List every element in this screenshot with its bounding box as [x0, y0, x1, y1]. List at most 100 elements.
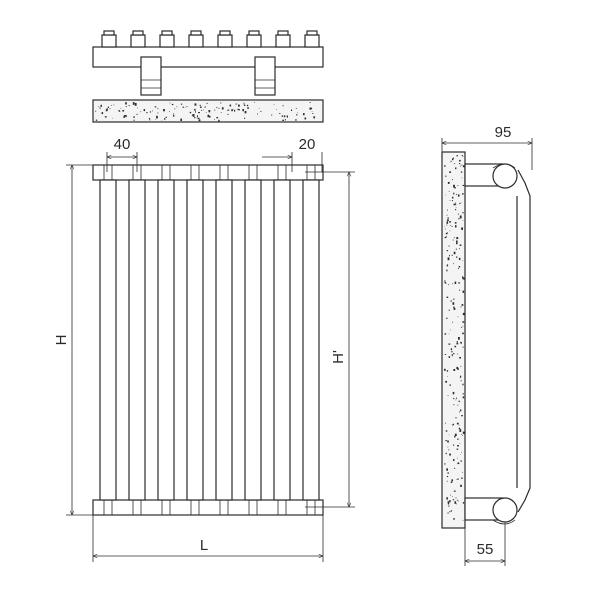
- side-view-bottom-connection: [464, 497, 518, 525]
- wall-speck: [444, 165, 446, 167]
- wall-speck: [462, 471, 463, 473]
- wall-speck: [453, 369, 456, 371]
- wall-speck: [453, 444, 455, 446]
- wall-speck: [218, 107, 220, 109]
- front-view-tubes: [99, 165, 320, 515]
- wall-speck: [462, 155, 464, 157]
- wall-speck: [205, 112, 207, 113]
- tube-cap: [101, 34, 117, 48]
- wall-speck: [234, 109, 236, 112]
- wall-speck: [446, 235, 447, 237]
- wall-speck: [450, 348, 453, 351]
- wall-speck: [450, 225, 451, 226]
- wall-speck: [95, 119, 98, 121]
- wall-speck: [295, 108, 297, 109]
- wall-speck: [454, 253, 456, 255]
- wall-speck: [454, 163, 456, 165]
- wall-speck: [180, 118, 182, 121]
- wall-speck: [221, 107, 224, 110]
- wall-speck: [184, 107, 186, 108]
- dimension-wall-distance-label: 55: [477, 541, 494, 558]
- wall-speck: [125, 115, 127, 118]
- wall-speck: [242, 109, 244, 112]
- wall-speck: [295, 119, 297, 121]
- wall-speck: [451, 254, 453, 256]
- wall-speck: [451, 225, 453, 227]
- wall-speck: [450, 300, 452, 302]
- wall-speck: [456, 240, 458, 242]
- wall-speck: [198, 119, 201, 122]
- wall-speck: [458, 266, 461, 268]
- wall-speck: [461, 434, 463, 435]
- wall-speck: [449, 230, 451, 232]
- wall-speck: [171, 103, 174, 106]
- wall-speck: [457, 316, 459, 318]
- top-view-tube-caps: [101, 30, 320, 48]
- wall-speck: [232, 108, 234, 110]
- wall-speck: [446, 221, 449, 224]
- wall-speck: [459, 163, 461, 165]
- wall-speck: [281, 115, 283, 117]
- wall-speck: [457, 445, 459, 447]
- wall-speck: [282, 105, 284, 107]
- wall-speck: [457, 404, 459, 406]
- wall-speck: [198, 112, 200, 114]
- wall-speck: [460, 375, 462, 378]
- wall-speck: [446, 497, 448, 500]
- wall-speck: [214, 119, 215, 120]
- wall-speck: [450, 481, 453, 483]
- wall-speck: [462, 325, 464, 327]
- wall-speck: [197, 115, 198, 117]
- wall-speck: [462, 184, 465, 186]
- tube: [157, 179, 175, 501]
- wall-speck: [238, 109, 240, 111]
- side-view-wall-texture: [444, 154, 465, 521]
- wall-speck: [455, 204, 457, 206]
- wall-speck: [453, 298, 455, 300]
- wall-speck: [451, 424, 453, 426]
- wall-speck: [462, 277, 465, 280]
- wall-speck: [200, 106, 202, 108]
- wall-speck: [453, 157, 454, 159]
- wall-speck: [457, 500, 459, 502]
- wall-speck: [149, 119, 151, 121]
- wall-speck: [446, 269, 448, 272]
- wall-speck: [456, 479, 458, 480]
- wall-speck: [303, 113, 305, 116]
- wall-speck: [446, 250, 449, 252]
- wall-speck: [310, 107, 313, 110]
- wall-speck: [457, 185, 459, 186]
- wall-speck: [446, 317, 448, 319]
- wall-speck: [154, 106, 157, 108]
- wall-speck: [462, 193, 464, 195]
- wall-speck: [199, 104, 201, 106]
- wall-speck: [449, 254, 450, 257]
- front-view: [92, 164, 324, 516]
- wall-speck: [152, 110, 153, 112]
- wall-speck: [458, 248, 460, 250]
- wall-speck: [448, 434, 450, 436]
- wall-speck: [460, 380, 462, 382]
- wall-speck: [448, 284, 450, 286]
- wall-speck: [214, 109, 216, 111]
- wall-speck: [196, 117, 198, 119]
- tube: [302, 179, 320, 501]
- wall-speck: [451, 351, 453, 353]
- wall-speck: [206, 102, 208, 104]
- wall-speck: [445, 380, 447, 383]
- wall-speck: [132, 102, 135, 105]
- wall-speck: [448, 309, 450, 311]
- wall-speck: [309, 102, 311, 103]
- tube-cap: [159, 34, 175, 48]
- wall-speck: [95, 110, 97, 112]
- wall-speck: [444, 368, 446, 371]
- wall-speck: [448, 333, 450, 335]
- wall-speck: [456, 341, 458, 343]
- wall-speck: [452, 499, 455, 501]
- wall-speck: [446, 480, 448, 482]
- wall-speck: [227, 113, 229, 115]
- wall-speck: [125, 102, 127, 105]
- wall-speck: [128, 105, 130, 106]
- wall-speck: [453, 306, 455, 309]
- dimension-height: H: [53, 165, 93, 515]
